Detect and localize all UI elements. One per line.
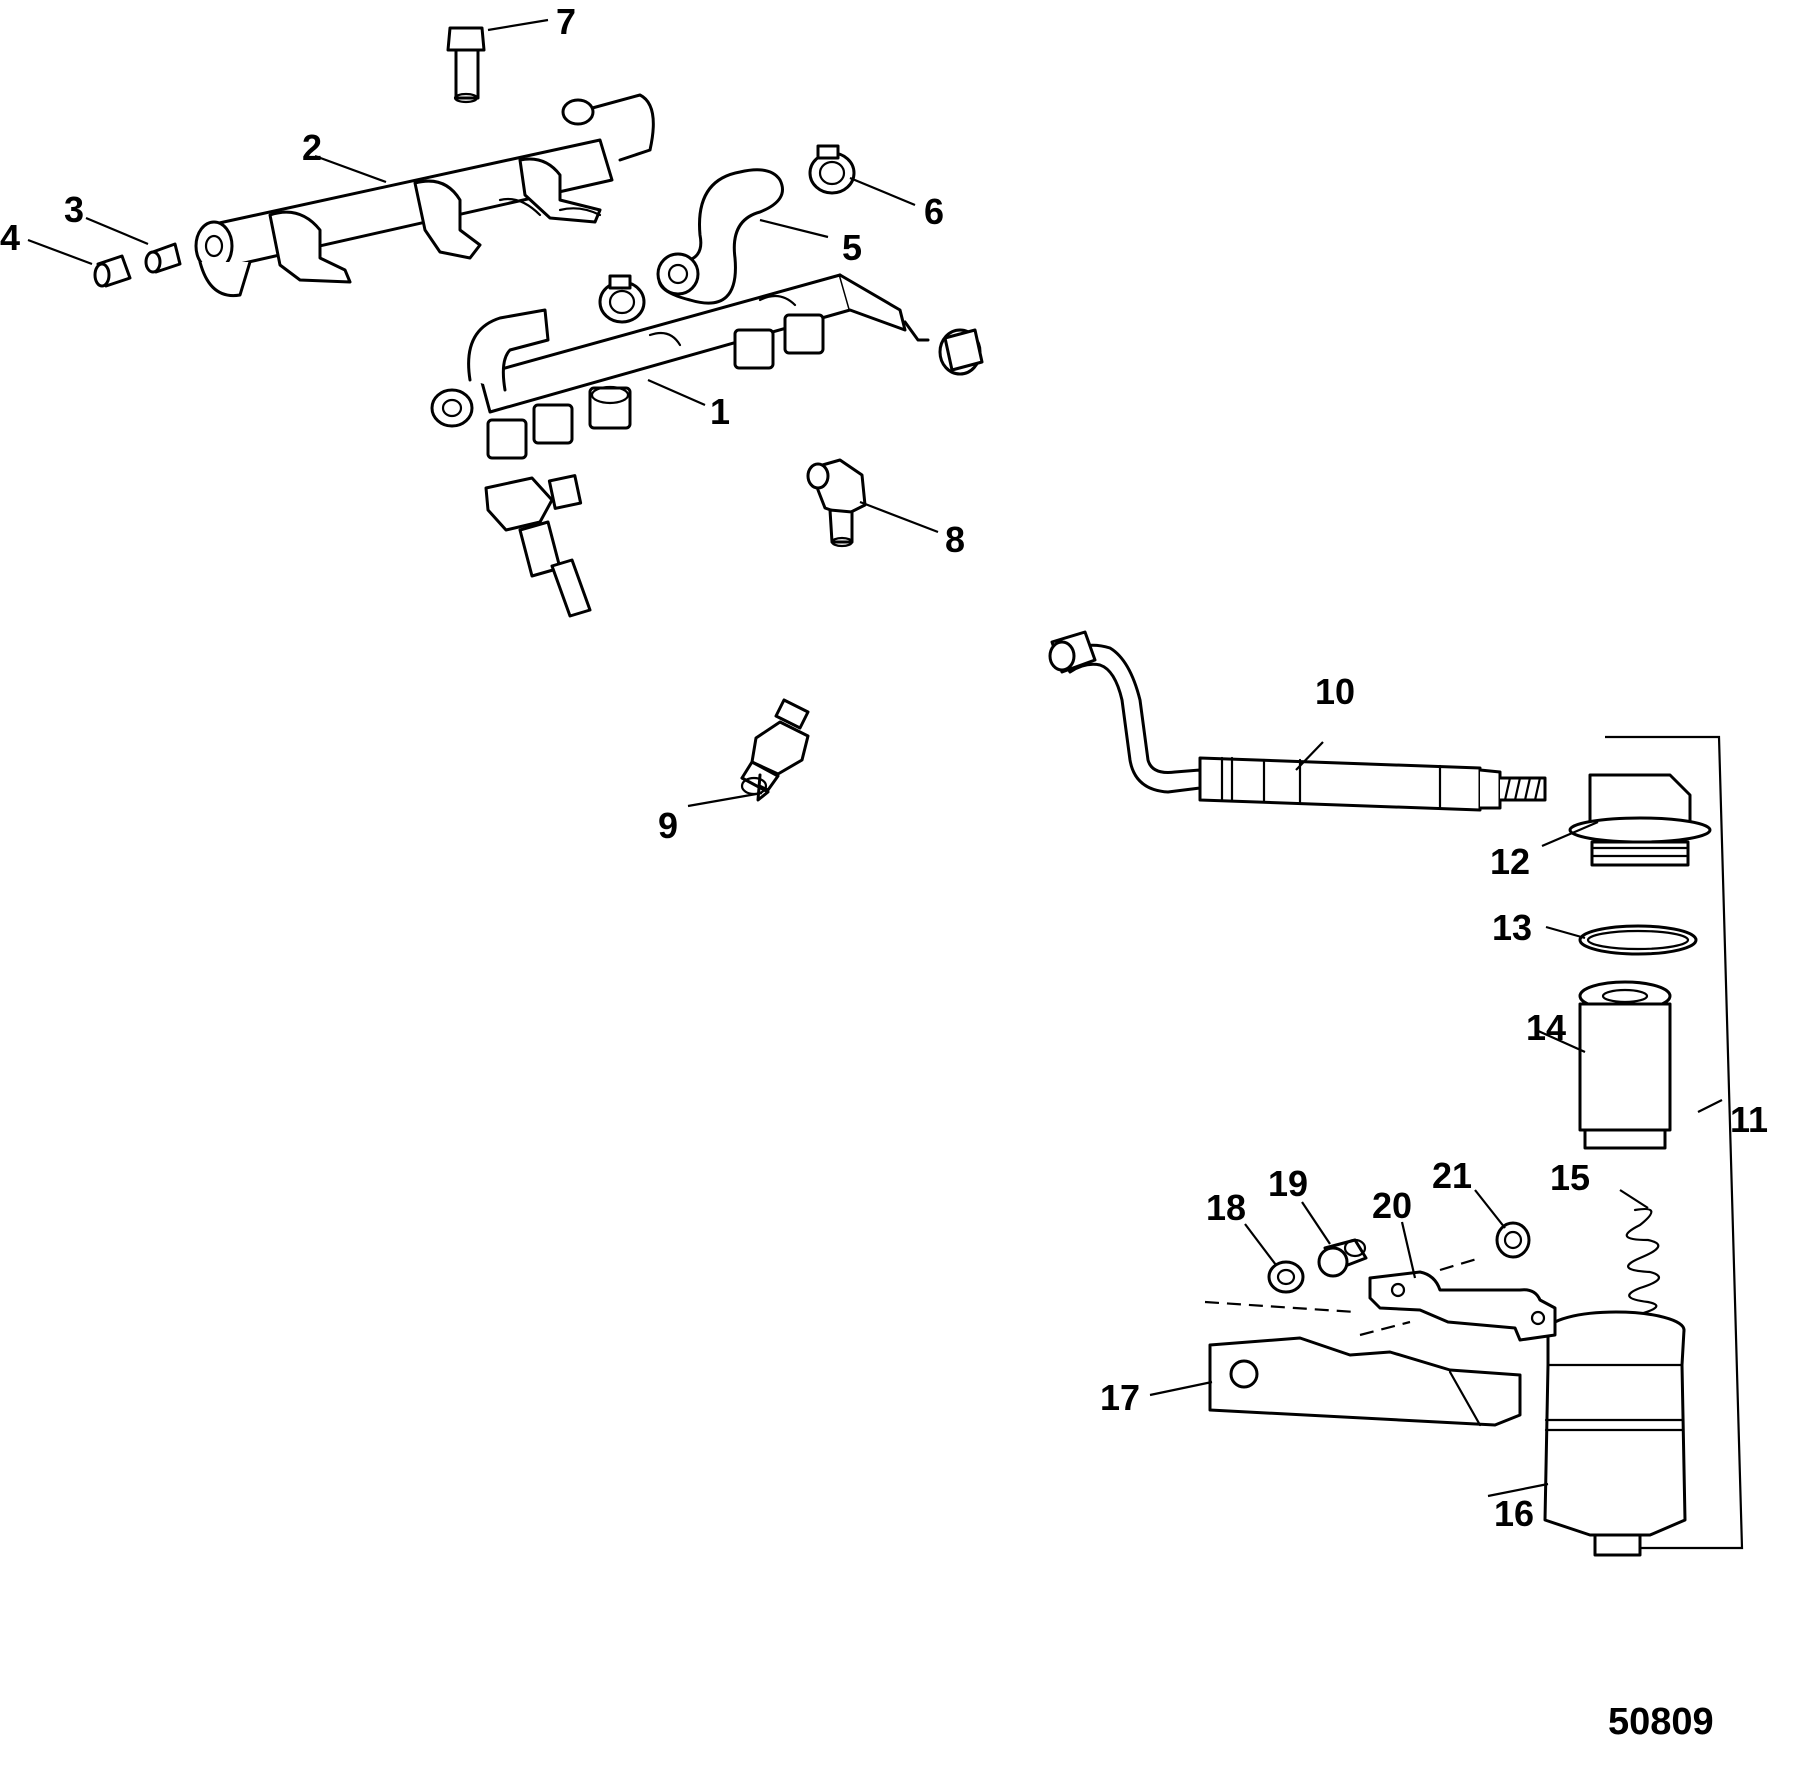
callout-9: 9	[658, 805, 678, 846]
callout-18: 18	[1206, 1187, 1246, 1228]
fuel-rail-upper	[194, 93, 655, 298]
callout-19: 19	[1268, 1163, 1308, 1204]
callout-12: 12	[1490, 841, 1530, 882]
filter-element	[1578, 980, 1672, 1150]
callout-7: 7	[556, 1, 576, 42]
callout-8: 8	[945, 519, 965, 560]
pressure-sensor	[740, 698, 810, 802]
cap	[93, 254, 132, 288]
alignment-line	[1359, 1320, 1411, 1337]
drawing-number: 50809	[1608, 1701, 1714, 1743]
callout-labels: 1 2 3 4 5 6 7 8 9 10 11 12 13 14 15 16 1…	[0, 1, 1768, 1534]
callout-16: 16	[1494, 1493, 1534, 1534]
callout-17: 17	[1100, 1377, 1140, 1418]
injector	[484, 474, 592, 618]
callout-14: 14	[1526, 1007, 1566, 1048]
fitting	[144, 242, 182, 274]
callout-10: 10	[1315, 671, 1355, 712]
leader-lines	[27, 18, 1723, 1498]
callout-11: 11	[1730, 1099, 1768, 1140]
callout-1: 1	[710, 391, 730, 432]
strap	[1368, 1270, 1557, 1342]
callout-20: 20	[1372, 1185, 1412, 1226]
screw	[446, 26, 486, 104]
elbow-fitting	[806, 458, 867, 548]
hose-clamp	[598, 144, 856, 324]
callout-13: 13	[1492, 907, 1532, 948]
filter-assembly	[1605, 735, 1744, 1550]
callout-15: 15	[1550, 1157, 1590, 1198]
screw-2	[1317, 1238, 1368, 1278]
washer	[1267, 1260, 1305, 1294]
callout-4: 4	[0, 217, 20, 258]
alignment-line	[1439, 1256, 1481, 1272]
o-ring	[1578, 924, 1698, 956]
callout-6: 6	[924, 191, 944, 232]
fuel-rail-with-injectors	[430, 273, 984, 460]
callout-2: 2	[302, 127, 322, 168]
bracket	[1208, 1336, 1522, 1427]
callout-21: 21	[1432, 1155, 1472, 1196]
hose	[656, 168, 784, 305]
spring	[1625, 1207, 1661, 1324]
fuel-line	[1048, 630, 1547, 812]
filter-head	[1568, 773, 1712, 867]
callout-5: 5	[842, 227, 862, 268]
nut	[1495, 1221, 1531, 1259]
alignment-line	[1204, 1300, 1356, 1314]
callout-3: 3	[64, 189, 84, 230]
filter-bowl	[1543, 1310, 1687, 1557]
